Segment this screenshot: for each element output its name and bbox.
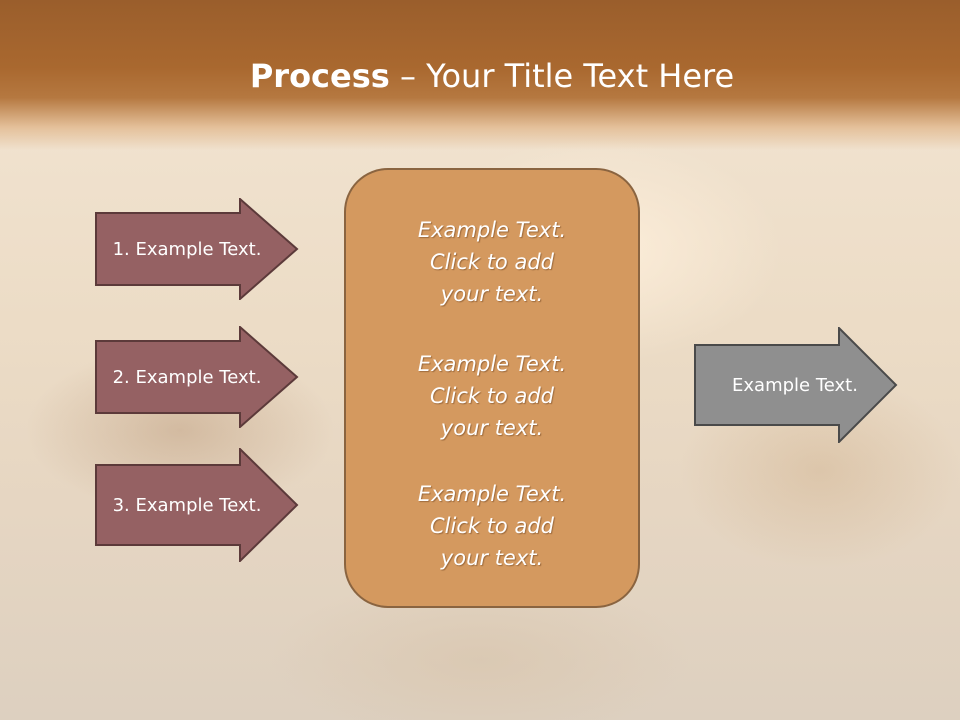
center-block-2-line2: Click to add	[429, 384, 554, 408]
arrow-step-1[interactable]: 1. Example Text.	[95, 198, 299, 300]
arrow-step-1-shape	[95, 198, 299, 300]
arrow-step-2-label: 2. Example Text.	[112, 366, 262, 388]
arrow-step-2[interactable]: 2. Example Text.	[95, 326, 299, 428]
center-block-1-line3: your text.	[440, 282, 544, 306]
arrow-output-label: Example Text.	[732, 374, 858, 396]
center-block-2-line3: your text.	[440, 416, 544, 440]
center-block-2: Example Text. Click to add your text.	[346, 348, 638, 444]
center-block-1: Example Text. Click to add your text.	[346, 214, 638, 310]
arrow-step-3[interactable]: 3. Example Text.	[95, 448, 299, 562]
center-block-3: Example Text. Click to add your text.	[346, 478, 638, 574]
center-block-2-line1: Example Text.	[417, 352, 567, 376]
center-block-3-line1: Example Text.	[417, 482, 567, 506]
center-block-3-line2: Click to add	[429, 514, 554, 538]
arrow-step-2-shape	[95, 326, 299, 428]
arrow-step-3-label: 3. Example Text.	[112, 494, 262, 516]
header-band	[0, 0, 960, 150]
center-text-box[interactable]: Example Text. Click to add your text. Ex…	[344, 168, 640, 608]
center-block-3-line3: your text.	[440, 546, 544, 570]
slide-title[interactable]: Process – Your Title Text Here	[0, 52, 960, 100]
arrow-output-shape	[694, 327, 898, 443]
arrow-step-3-shape	[95, 448, 299, 562]
arrow-output[interactable]: Example Text.	[694, 327, 898, 443]
title-bold: Process	[249, 57, 390, 95]
center-block-1-line1: Example Text.	[417, 218, 567, 242]
arrow-step-1-label: 1. Example Text.	[112, 238, 262, 260]
center-block-1-line2: Click to add	[429, 250, 554, 274]
title-rest: – Your Title Text Here	[389, 57, 735, 95]
